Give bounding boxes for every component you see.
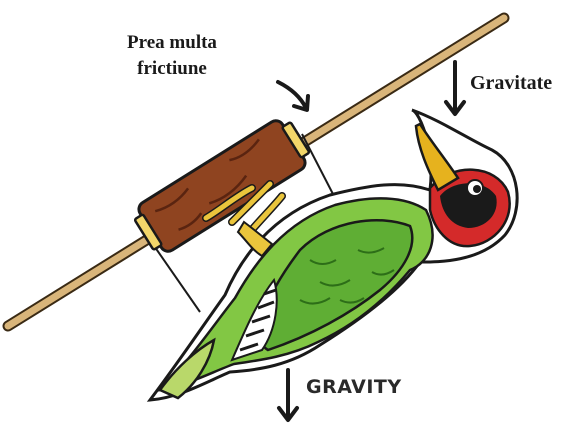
gravitate-down-arrow-icon: [446, 62, 464, 114]
gravity-down-arrow-icon: [279, 370, 297, 420]
friction-label-line2: frictiune: [112, 56, 232, 82]
curved-arrow-icon: [278, 82, 308, 110]
friction-label: Prea multa frictiune: [112, 30, 232, 82]
woodpecker: [150, 110, 517, 400]
gravity-label: GRAVITY: [306, 376, 402, 398]
gravitate-label: Gravitate: [470, 72, 552, 95]
friction-label-line1: Prea multa: [112, 30, 232, 56]
